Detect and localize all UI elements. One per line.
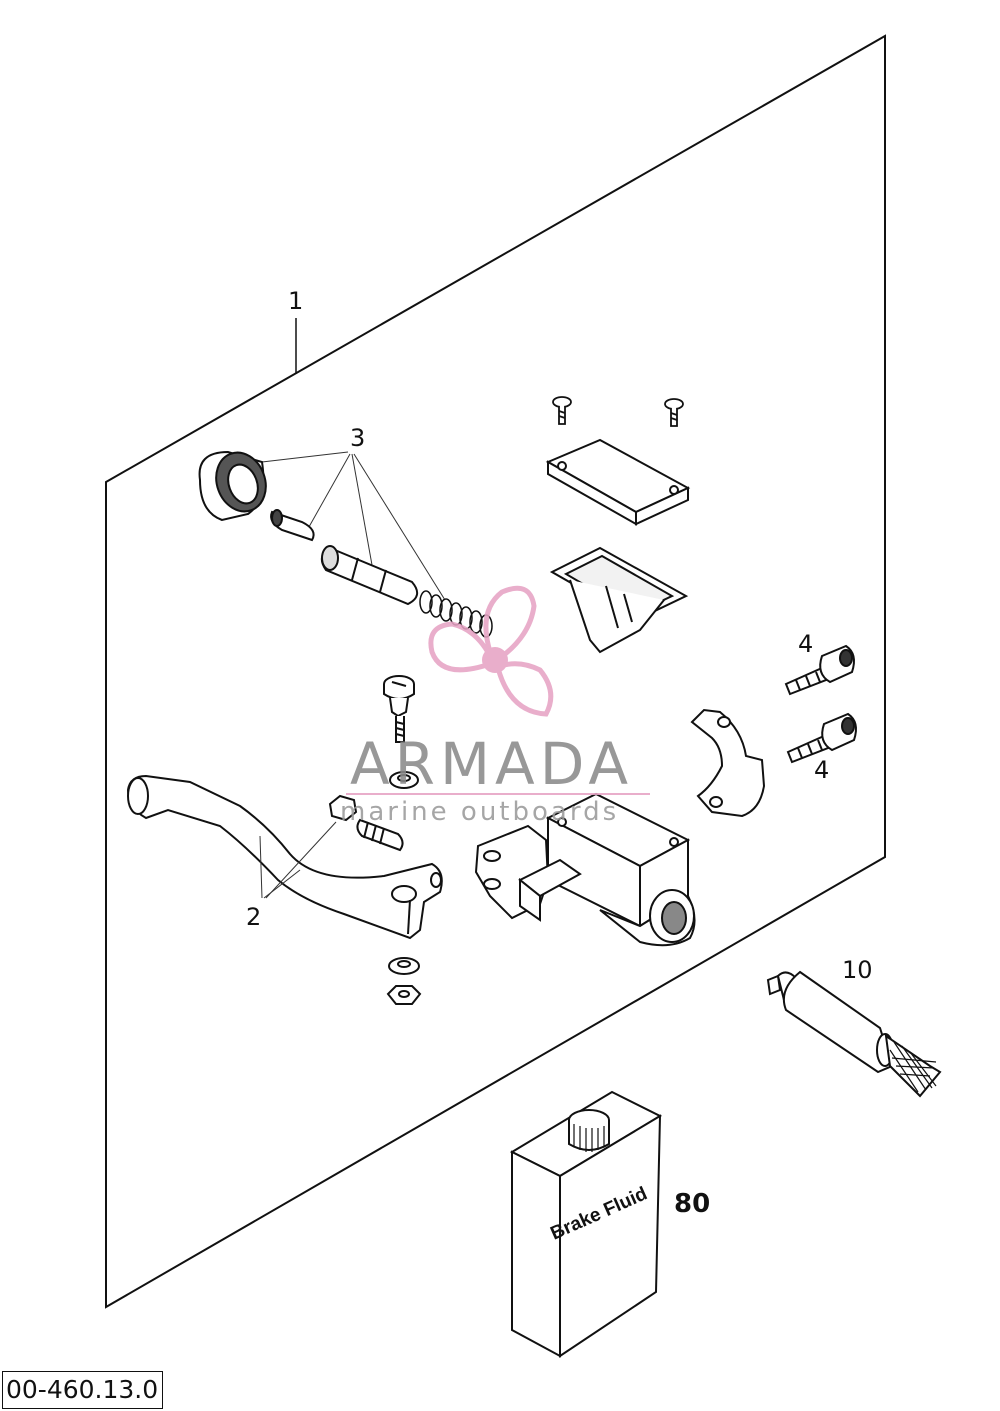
master-cylinder-body-part xyxy=(474,792,696,947)
callout-4-upper: 4 xyxy=(798,630,813,658)
reservoir-lid-part xyxy=(545,438,691,526)
seal-cup-part xyxy=(198,450,267,522)
callout-1: 1 xyxy=(288,287,303,374)
propeller-icon xyxy=(428,585,554,717)
lid-screw-left xyxy=(552,396,572,425)
brake-fluid-bottle-part xyxy=(509,1090,663,1358)
callout-3: 3 xyxy=(261,424,446,601)
handlebar-clamp-part xyxy=(690,708,766,818)
spring-part xyxy=(419,590,493,638)
piston-part xyxy=(320,545,419,606)
pin-part xyxy=(270,509,315,542)
lower-nut-part xyxy=(386,985,422,1005)
washer-part xyxy=(389,771,419,789)
svg-text:2: 2 xyxy=(246,903,261,931)
diagram-reference-code: 00-460.13.0 xyxy=(2,1371,164,1409)
lubricant-tube-part xyxy=(766,970,942,1098)
svg-text:3: 3 xyxy=(350,424,365,452)
watermark-logo: ARMADA marine outboards xyxy=(340,585,650,827)
callout-80: 80 xyxy=(674,1189,710,1219)
callout-2: 2 xyxy=(246,821,337,931)
svg-text:1: 1 xyxy=(288,287,303,315)
clamp-bolt-upper-part xyxy=(784,644,855,696)
lower-washer-part xyxy=(388,957,420,975)
watermark-tagline: marine outboards xyxy=(340,797,619,827)
adjuster-screw-part xyxy=(328,794,404,852)
lid-screw-right xyxy=(664,398,684,427)
callout-10: 10 xyxy=(842,956,873,984)
watermark-brand: ARMADA xyxy=(350,730,633,798)
pivot-bolt-part xyxy=(383,675,415,743)
diaphragm-part xyxy=(549,546,689,654)
kit-outline xyxy=(105,34,886,1309)
callout-4-lower: 4 xyxy=(814,756,829,784)
clamp-bolt-lower-part xyxy=(786,712,857,764)
brake-lever-part xyxy=(126,774,443,940)
